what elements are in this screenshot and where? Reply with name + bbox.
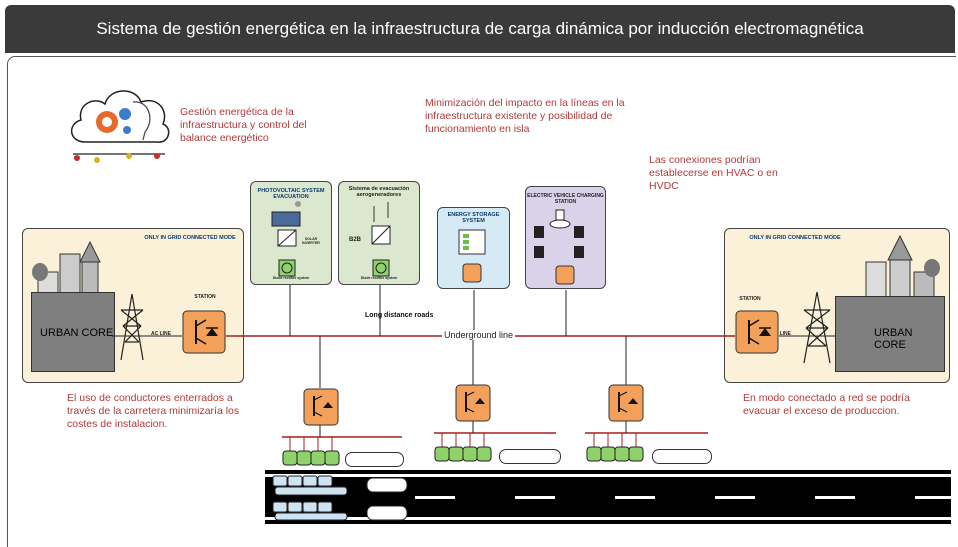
coil-group-2 [434,433,492,462]
urban-core-right-label: URBAN CORE [874,327,913,351]
coil-3-field [652,449,712,464]
city-left-icon [32,240,101,299]
transmission-tower-right-icon [803,291,831,364]
pv-inverter-label: SOLAR INVERTER [302,237,320,245]
ac-line-left-label: AC LINE [151,331,171,337]
wind-b2b-label: B2B [348,237,361,243]
battery-icon [458,229,486,283]
coil-1-field [345,452,404,467]
page-title: Sistema de gestión energética en la infr… [96,19,864,38]
diagram-frame [7,56,956,547]
left-mode-label: ONLY IN GRID CONNECTED MODE [144,235,236,241]
converter-road-3-icon [608,384,644,422]
cloud-ai-icon [71,90,170,163]
title-bar: Sistema de gestión energética en la infr… [5,5,955,53]
wind-turbine-icon [371,202,391,277]
urban-core-left: URBAN CORE [31,292,115,372]
pv-title: PHOTOVOLTAIC SYSTEM EVACUATION [257,188,325,200]
long-roads-label: Long distance roads [365,312,434,319]
note-gestion: Gestión energética de la infraestructura… [180,106,307,144]
road-markings [265,474,951,521]
pv-diode-label: Diode rectifier system [272,276,310,280]
urban-core-right: URBAN CORE [835,296,945,372]
solar-panel-icon [271,201,301,277]
storage-title: ENERGY STORAGE SYSTEM [447,212,500,224]
note-conexiones: Las conexiones podrían establecerse en H… [649,154,778,192]
transmission-tower-left-icon [120,293,144,361]
station-right-label: STATION [739,296,761,302]
note-conductores: El uso de conductores enterrados a travé… [67,392,240,430]
ev-title: ELECTRIC VEHICLE CHARGING STATION [527,193,604,205]
underground-line-label: Underground line [442,330,516,340]
right-mode-label: ONLY IN GRID CONNECTED MODE [749,235,841,241]
coil-2-field [499,449,561,464]
converter-road-2-icon [455,384,491,422]
ev-charger-icon [534,209,584,285]
city-right-icon [865,234,940,299]
ac-line-right-label: AC LINE [771,331,791,337]
converter-left-icon [182,310,226,354]
note-modo: En modo conectado a red se podría evacua… [743,392,910,417]
urban-core-left-label: URBAN CORE [40,327,114,339]
coil-group-3 [586,433,644,462]
converter-right-icon [735,310,779,354]
converter-road-1-icon [303,388,339,426]
wind-diode-label: Diode rectifier system [360,276,398,280]
station-left-label: STATION [194,294,216,300]
note-minimizacion: Minimización del impacto en la líneas en… [425,97,625,135]
coil-group-1 [282,437,340,466]
wind-title: Sistema de evacuación aerogeneradores [348,186,410,198]
